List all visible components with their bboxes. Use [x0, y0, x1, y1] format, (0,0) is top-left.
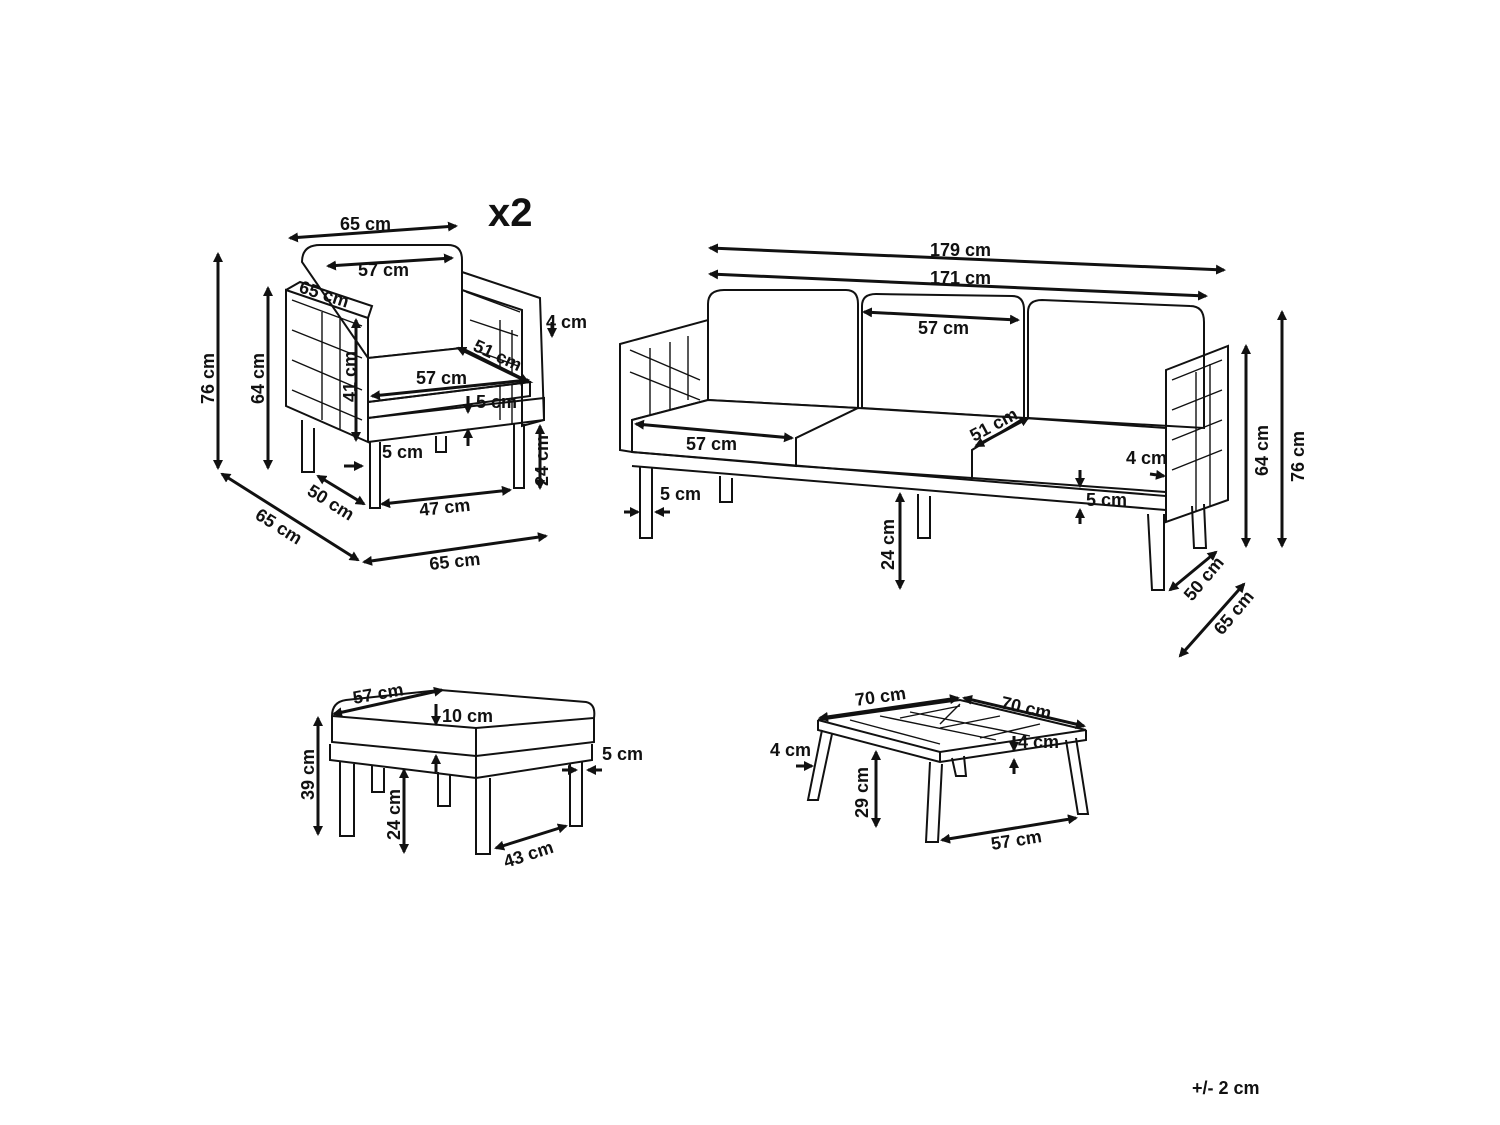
armchair-seat-width-label: 57 cm — [416, 368, 467, 388]
sofa-leg-width-label: 5 cm — [660, 484, 701, 504]
table-height-label: 29 cm — [852, 767, 872, 818]
sofa-cushion-thickness-label: 5 cm — [1086, 490, 1127, 510]
ottoman-leg-span-label: 43 cm — [501, 837, 556, 872]
armchair-inner-width-label: 47 cm — [418, 495, 471, 520]
sofa-total-height-label: 76 cm — [1288, 431, 1308, 482]
armchair-arm-height-label: 4 cm — [546, 312, 587, 332]
ottoman-cushion-thickness-label: 10 cm — [442, 706, 493, 726]
sofa-arm-width-label: 4 cm — [1126, 448, 1167, 468]
armchair-total-height-label: 76 cm — [198, 353, 218, 404]
armchair-back-height-label: 41 cm — [340, 351, 360, 402]
sofa-drawing — [619, 243, 1287, 658]
tolerance-note: +/- 2 cm — [1192, 1078, 1260, 1098]
armchair-front-width-label: 65 cm — [428, 549, 481, 574]
sofa-seat-cushion-width-label: 57 cm — [686, 434, 737, 454]
ottoman-total-height-label: 39 cm — [298, 749, 318, 800]
sofa-back-cushion-width-label: 57 cm — [918, 318, 969, 338]
armchair-arm-total-height-label: 64 cm — [248, 353, 268, 404]
table-leg-width-label: 4 cm — [770, 740, 811, 760]
armchair-back-width-label: 57 cm — [358, 260, 409, 280]
table-depth-label: 70 cm — [999, 692, 1053, 723]
armchair-quantity: x2 — [488, 191, 533, 235]
armchair-top-width-label: 65 cm — [340, 214, 391, 234]
armchair-leg-width-label: 5 cm — [382, 442, 423, 462]
sofa-total-width-label: 179 cm — [930, 240, 991, 260]
sofa-inner-width-label: 171 cm — [930, 268, 991, 288]
sofa-arm-height-label: 64 cm — [1252, 425, 1272, 476]
armchair-base-depth-label: 50 cm — [304, 480, 358, 524]
armchair-leg-height-label: 24 cm — [532, 435, 552, 486]
armchair-cushion-thickness-label: 5 cm — [476, 392, 517, 412]
sofa-leg-height-label: 24 cm — [878, 519, 898, 570]
table-drawing — [796, 694, 1090, 844]
table-top-thickness-label: 4 cm — [1018, 732, 1059, 752]
armchair-drawing — [213, 221, 557, 566]
ottoman-leg-height-label: 24 cm — [384, 789, 404, 840]
ottoman-drawing — [313, 686, 602, 855]
ottoman-frame-thickness-label: 5 cm — [602, 744, 643, 764]
